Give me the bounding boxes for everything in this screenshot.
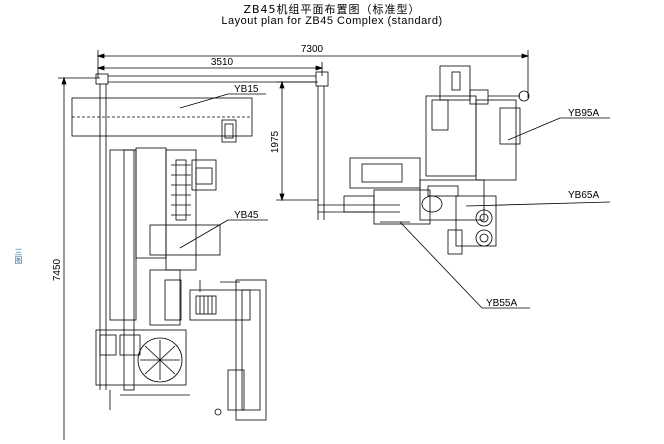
dimension-3510-label: 3510 bbox=[211, 57, 234, 68]
gantry-frame bbox=[95, 71, 400, 390]
drawing-title-english: Layout plan for ZB45 Complex (standard) bbox=[221, 15, 443, 27]
yb15-unit bbox=[71, 97, 253, 143]
callout-yb65a-label: YB65A bbox=[568, 190, 599, 201]
callout-yb45: YB45 bbox=[179, 210, 268, 249]
yb45-machine bbox=[95, 147, 221, 410]
callout-yb95a-label: YB95A bbox=[568, 108, 599, 119]
side-page-mark: 三图 bbox=[14, 248, 23, 264]
dimension-7300: 7300 bbox=[96, 44, 530, 98]
callout-yb55a-label: YB55A bbox=[486, 298, 517, 309]
yb65a-unit bbox=[447, 195, 497, 255]
yb55a-unit bbox=[343, 157, 443, 225]
callout-yb15-label: YB15 bbox=[234, 84, 259, 95]
dimension-7450: 7450 bbox=[52, 76, 100, 440]
dimension-3510: 3510 bbox=[96, 57, 324, 76]
yb95a-unit bbox=[419, 65, 530, 221]
dimension-7450-label: 7450 bbox=[52, 258, 63, 281]
dimension-1975: 1975 bbox=[270, 80, 318, 202]
dimension-1975-label: 1975 bbox=[270, 130, 281, 153]
callout-yb45-label: YB45 bbox=[234, 210, 259, 221]
callout-yb55a: YB55A bbox=[399, 221, 530, 309]
callout-yb95a: YB95A bbox=[507, 108, 610, 141]
callout-yb15: YB15 bbox=[179, 84, 266, 109]
drawing-title-chinese: ZB45机组平面布置图（标准型） bbox=[243, 3, 421, 16]
dimension-7300-label: 7300 bbox=[301, 44, 324, 55]
callout-yb65a: YB65A bbox=[465, 190, 611, 207]
transfer-conveyor bbox=[189, 279, 267, 421]
